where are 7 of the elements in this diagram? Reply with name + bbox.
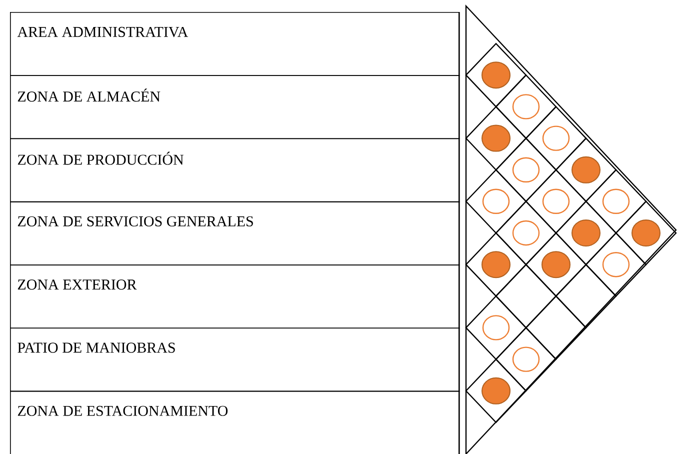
zone-box: ZONA DE SERVICIOS GENERALES (10, 201, 460, 266)
zone-box: ZONA DE PRODUCCIÓN (10, 138, 460, 202)
zone-box: ZONA DE ALMACÉN (10, 75, 460, 139)
zone-box: PATIO DE MANIOBRAS (10, 328, 460, 392)
zone-box: ZONA DE ESTACIONAMIENTO (10, 390, 460, 454)
zone-box: ZONA EXTERIOR (10, 264, 460, 328)
zone-box: AREA ADMINISTRATIVA (10, 12, 460, 76)
